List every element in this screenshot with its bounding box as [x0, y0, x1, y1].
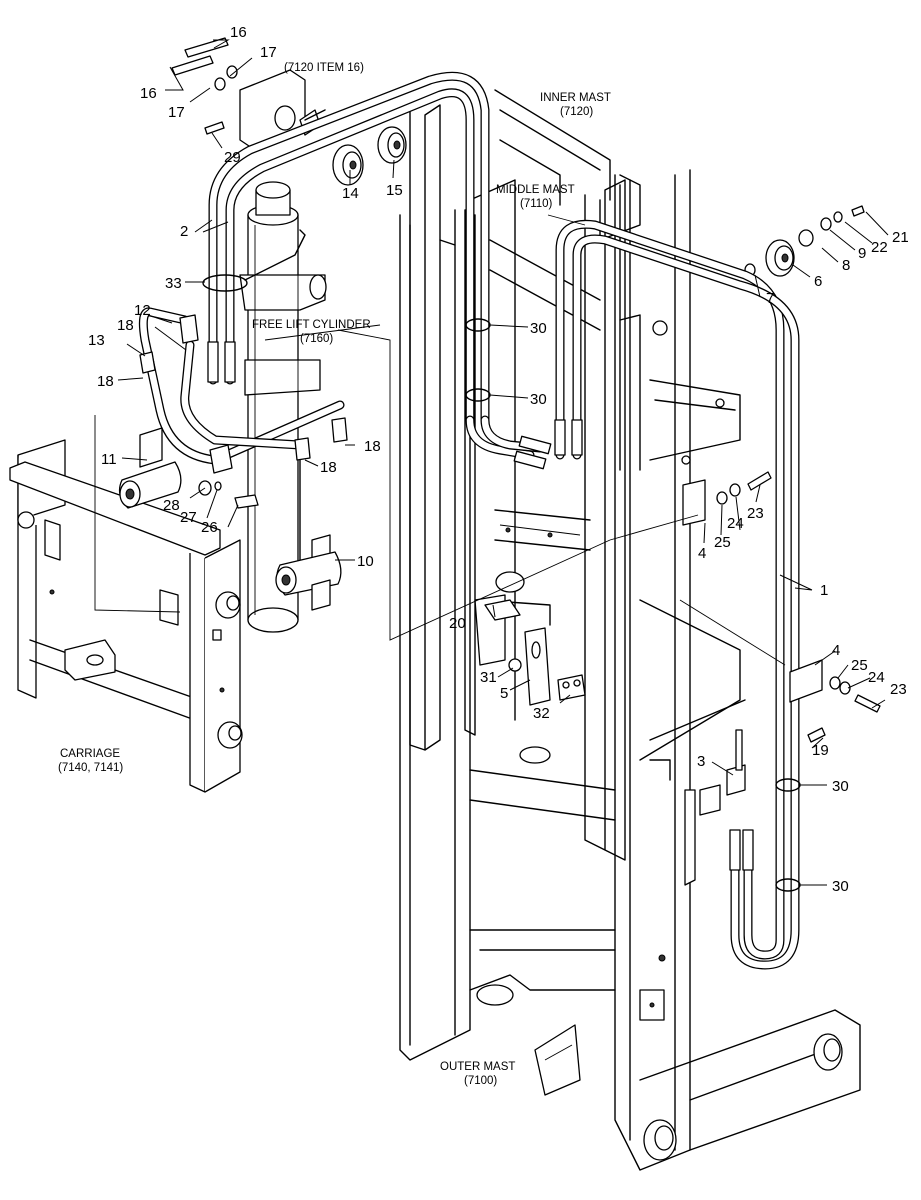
inner-mast [409, 89, 668, 751]
callout-29: 29 [224, 149, 241, 166]
view-leader-lines [264, 214, 786, 666]
callout-12: 12 [134, 302, 151, 319]
callout-4: 4 [832, 642, 840, 659]
label-free-lift-cylinder-number: (7160) [300, 333, 333, 345]
callout-18: 18 [320, 459, 337, 476]
callout-23: 23 [747, 505, 764, 522]
callout-33: 33 [165, 275, 182, 292]
label-item-reference: (7120 ITEM 16) [284, 62, 364, 74]
callout-25: 25 [714, 534, 731, 551]
hose-assembly-1 [555, 219, 800, 970]
sheave-15 [377, 126, 407, 164]
callout-25: 25 [851, 657, 868, 674]
callout-20: 20 [449, 615, 466, 632]
callout-1: 1 [820, 582, 828, 599]
callout-8: 8 [842, 257, 850, 274]
callout-23: 23 [890, 681, 907, 698]
callout-17: 17 [168, 104, 185, 121]
clamps-30 [465, 318, 801, 892]
callout-2: 2 [180, 223, 188, 240]
dowels-16-17 [171, 37, 238, 135]
callout-16: 16 [140, 85, 157, 102]
callout-15: 15 [386, 182, 403, 199]
washers-8-9-22-21 [798, 205, 865, 247]
carriage [9, 415, 243, 793]
tube-lines-12-13 [138, 307, 348, 561]
label-outer-mast: OUTER MAST [440, 1061, 515, 1073]
outer-mast [399, 169, 861, 1171]
callout-32: 32 [533, 705, 550, 722]
label-inner-mast-number: (7120) [560, 106, 593, 118]
callout-18: 18 [97, 373, 114, 390]
hose-fittings [207, 341, 754, 871]
label-inner-mast: INNER MAST [540, 92, 611, 104]
callout-31: 31 [480, 669, 497, 686]
bracket-5-and-20 [474, 594, 586, 706]
callout-26: 26 [201, 519, 218, 536]
label-middle-mast-number: (7110) [520, 198, 553, 210]
callout-18: 18 [364, 438, 381, 455]
bracket-4-upper [682, 471, 772, 526]
callout-leaders [117, 39, 889, 886]
label-free-lift-cylinder: FREE LIFT CYLINDER [252, 319, 371, 331]
hose-reel-bracket [239, 69, 326, 151]
callout-9: 9 [858, 245, 866, 262]
callout-5: 5 [500, 685, 508, 702]
callout-18: 18 [117, 317, 134, 334]
hose-clamp-33 [202, 229, 306, 292]
label-outer-mast-number: (7100) [464, 1075, 497, 1087]
callout-28: 28 [163, 497, 180, 514]
callout-24: 24 [868, 669, 885, 686]
valve-11 [118, 427, 259, 509]
callout-30: 30 [530, 320, 547, 337]
valve-10 [275, 534, 342, 611]
callout-27: 27 [180, 509, 197, 526]
callout-19: 19 [812, 742, 829, 759]
callout-4: 4 [698, 545, 706, 562]
callout-24: 24 [727, 515, 744, 532]
bracket-3 [684, 727, 826, 886]
callout-10: 10 [357, 553, 374, 570]
callout-14: 14 [342, 185, 359, 202]
free-lift-cylinder [239, 181, 327, 633]
callout-11: 11 [101, 451, 117, 468]
label-carriage-number: (7140, 7141) [58, 762, 123, 774]
callout-numbers: 16 17 16 17 29 2 33 12 18 13 18 11 28 27… [88, 24, 909, 895]
label-carriage: CARRIAGE [60, 748, 120, 760]
callout-3: 3 [697, 753, 705, 770]
sheave-6 [744, 239, 795, 277]
hose-assembly-2 [208, 71, 545, 460]
callout-21: 21 [892, 229, 909, 246]
callout-6: 6 [814, 273, 822, 290]
sheave-14 [332, 144, 364, 186]
callout-30: 30 [832, 878, 849, 895]
callout-22: 22 [871, 239, 888, 256]
callout-17: 17 [260, 44, 277, 61]
callout-13: 13 [88, 332, 105, 349]
callout-16: 16 [230, 24, 247, 41]
text-labels: INNER MAST (7120) MIDDLE MAST (7110) FRE… [58, 62, 611, 1087]
bracket-4-lower [789, 659, 881, 713]
label-middle-mast: MIDDLE MAST [496, 184, 575, 196]
callout-7: 7 [766, 290, 774, 307]
callout-30: 30 [832, 778, 849, 795]
callout-30: 30 [530, 391, 547, 408]
